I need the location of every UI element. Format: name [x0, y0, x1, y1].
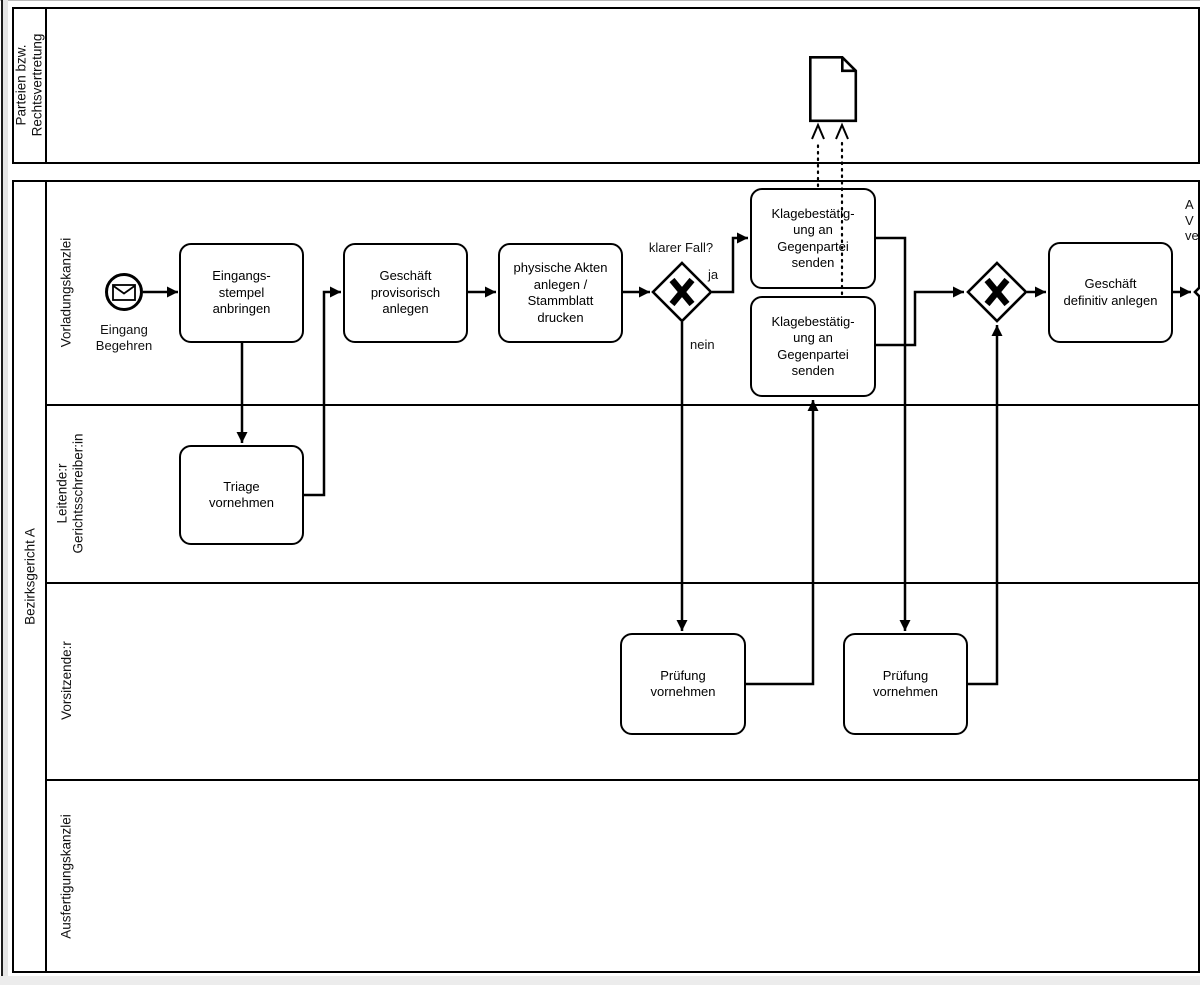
- pool-parteien-label: Parteien bzw. Rechtsvertretung: [13, 33, 45, 137]
- gateway-question-label: klarer Fall?: [648, 240, 714, 255]
- lane-separator: [47, 404, 1200, 406]
- lane-vorsitzende-label: Vorsitzende:r: [58, 641, 74, 720]
- task-physische-akten[interactable]: physische Akten anlegen / Stammblatt dru…: [498, 243, 623, 343]
- page-bottom-margin: [0, 976, 1200, 985]
- gateway-merge[interactable]: [966, 261, 1028, 323]
- clipped-right-label: A V ve: [1185, 197, 1199, 243]
- flow-ja-label: ja: [708, 267, 719, 282]
- page-left-margin: [3, 0, 8, 985]
- task-eingangsstempel[interactable]: Eingangs- stempel anbringen: [179, 243, 304, 343]
- lane-gerichtsschreiber-label: Leitende:r Gerichtsschreiber:in: [54, 433, 85, 554]
- page-top-edge: [0, 0, 1200, 1]
- lane-ausfertigungskanzlei-label: Ausfertigungskanzlei: [58, 814, 73, 939]
- xor-marker-icon: [984, 277, 1010, 307]
- pool-bezirksgericht-header: [14, 182, 47, 971]
- task-klagebestaetigung-2[interactable]: Klagebestätig- ung an Gegenpartei senden: [750, 296, 876, 397]
- start-event-message[interactable]: [105, 273, 143, 311]
- lane-separator: [47, 779, 1200, 781]
- task-geschaeft-definitiv[interactable]: Geschäft definitiv anlegen: [1048, 242, 1173, 343]
- pool-parteien-header: [14, 9, 47, 162]
- lane-vorladungskanzlei-label: Vorladungskanzlei: [58, 237, 73, 348]
- pool-parteien: [12, 7, 1200, 164]
- envelope-icon: [112, 283, 136, 301]
- gateway-klarer-fall[interactable]: [651, 261, 713, 323]
- page-left-edge: [1, 0, 3, 985]
- start-event-label: Eingang Begehren: [95, 322, 153, 353]
- task-klagebestaetigung-1[interactable]: Klagebestätig- ung an Gegenpartei senden: [750, 188, 876, 289]
- task-triage[interactable]: Triage vornehmen: [179, 445, 304, 545]
- task-pruefung-1[interactable]: Prüfung vornehmen: [620, 633, 746, 735]
- xor-marker-icon: [669, 277, 695, 307]
- flow-nein-label: nein: [690, 337, 715, 352]
- pool-bezirksgericht-label: Bezirksgericht A: [22, 528, 37, 625]
- task-geschaeft-provisorisch[interactable]: Geschäft provisorisch anlegen: [343, 243, 468, 343]
- document-icon[interactable]: [807, 54, 859, 124]
- gateway-clipped-right[interactable]: [1193, 261, 1200, 323]
- lane-separator: [47, 582, 1200, 584]
- task-pruefung-2[interactable]: Prüfung vornehmen: [843, 633, 968, 735]
- pool-bezirksgericht: [12, 180, 1200, 973]
